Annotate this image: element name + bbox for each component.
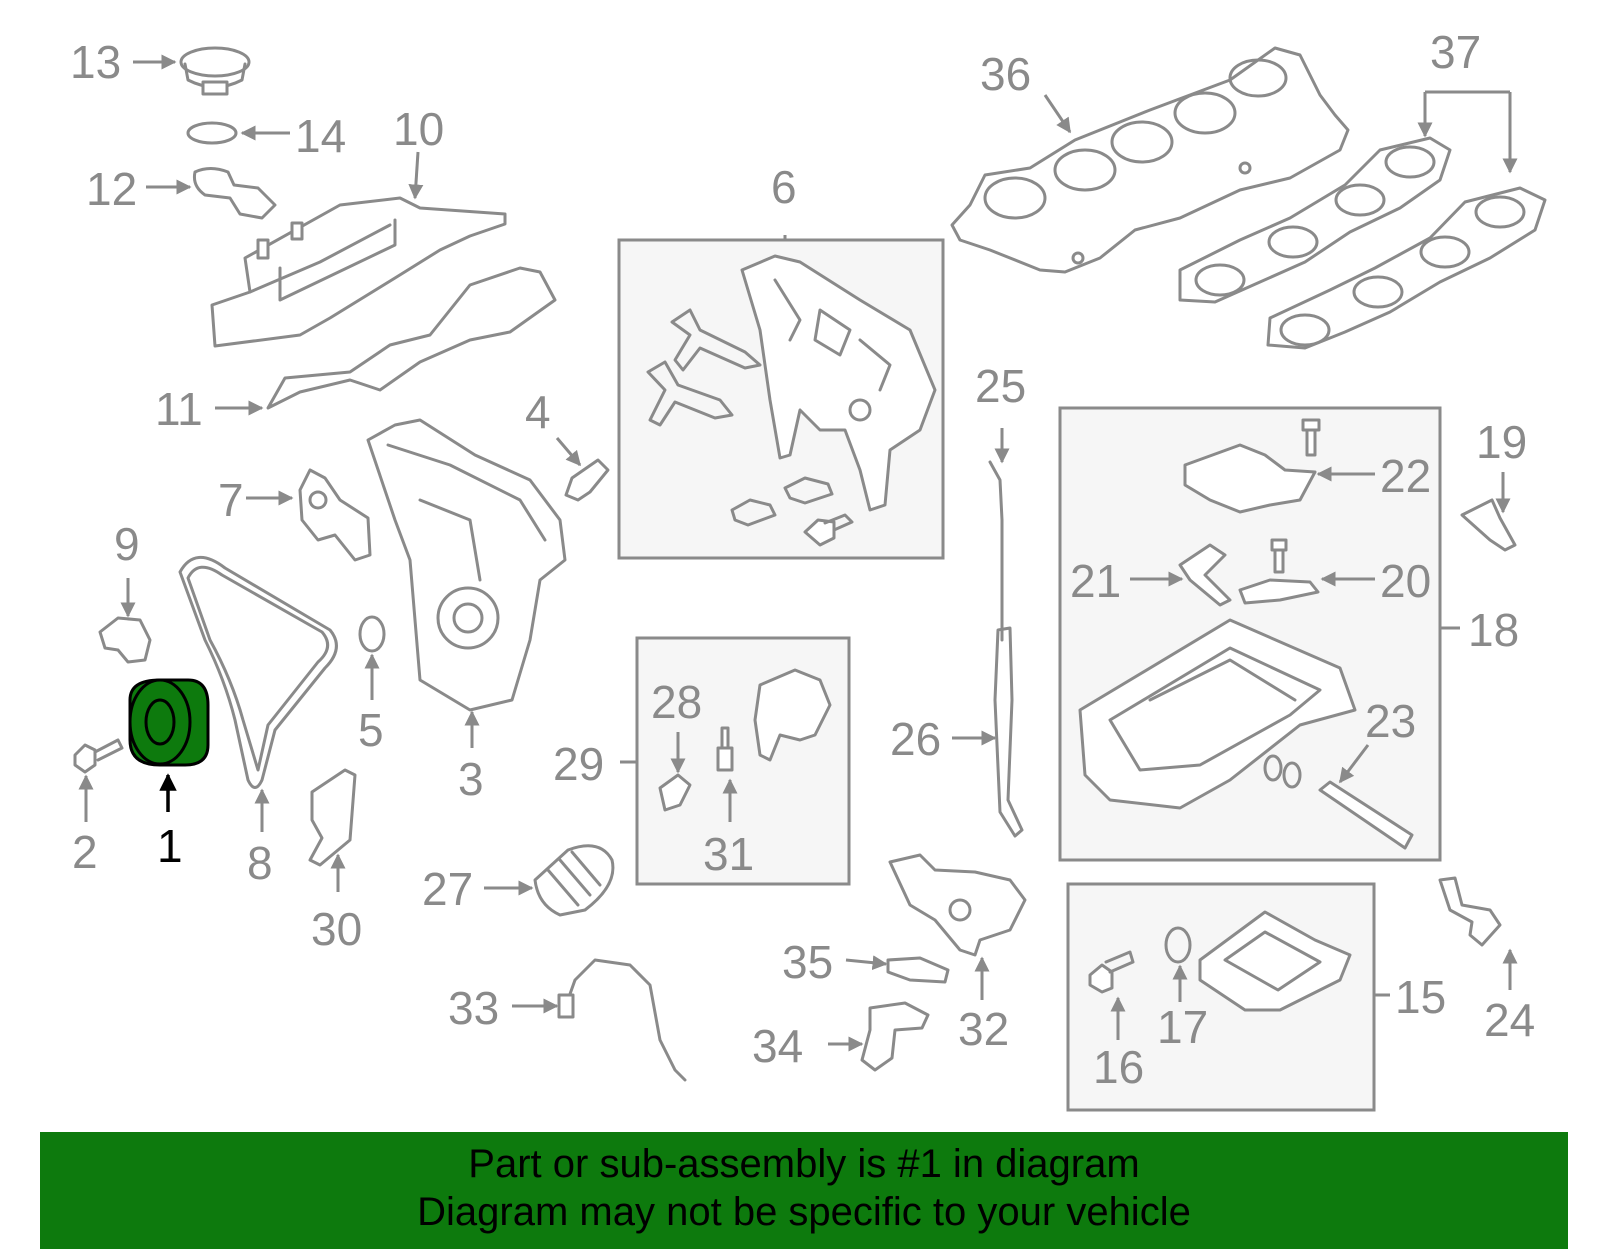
upper-oil-pan (1078, 618, 1357, 810)
crankshaft-pulley-selected[interactable] (128, 678, 210, 767)
callout-3: 3 (458, 753, 484, 805)
engine-front-cover (366, 418, 567, 712)
pump-gasket (886, 956, 950, 984)
sensor-part-19 (1460, 498, 1517, 552)
callout-2: 2 (72, 826, 98, 878)
bolt-part-22 (1301, 418, 1321, 457)
valve-cover-gasket (266, 266, 557, 410)
callout-19: 19 (1476, 416, 1527, 468)
callout-15: 15 (1395, 971, 1446, 1023)
oil-pump (888, 853, 1027, 957)
dipstick (988, 460, 1004, 642)
bracket-part-20 (1238, 538, 1320, 605)
bracket-part-21 (1178, 543, 1232, 607)
filler-gasket (193, 167, 277, 220)
callout-22: 22 (1380, 450, 1431, 502)
oil-filler-cap (179, 46, 251, 96)
timing-chain (178, 556, 338, 789)
callout-11: 11 (155, 383, 203, 435)
callout-9: 9 (114, 518, 140, 570)
cap-o-ring (186, 121, 238, 145)
callout-20: 20 (1380, 555, 1431, 607)
cover-o-ring (358, 615, 386, 653)
callout-12: 12 (86, 163, 137, 215)
intake-gasket-upper (1178, 136, 1452, 304)
pulley-bolt (73, 738, 124, 774)
callout-33: 33 (448, 982, 499, 1034)
seal-part-23a (1263, 754, 1283, 782)
oil-strainer (860, 1001, 930, 1072)
callout-1-selected: 1 (157, 820, 183, 872)
chain-guide-part-9 (98, 616, 152, 664)
oil-pipe (563, 958, 687, 1082)
timing-chain-tensioner (298, 468, 372, 562)
callout-18: 18 (1468, 604, 1519, 656)
callout-29: 29 (553, 738, 604, 790)
intake-gasket-lower (1266, 186, 1547, 350)
callout-13: 13 (70, 36, 121, 88)
callout-23: 23 (1365, 695, 1416, 747)
callout-30: 30 (311, 903, 362, 955)
timing-cover-assembly (646, 254, 937, 547)
callout-17: 17 (1157, 1001, 1208, 1053)
drain-plug-washer (1164, 926, 1192, 964)
oil-pressure-switch (716, 726, 734, 772)
callout-24: 24 (1484, 994, 1535, 1046)
oil-filter-housing (753, 668, 832, 762)
oil-pipe-fitting (557, 993, 575, 1019)
callout-10: 10 (393, 103, 444, 155)
callout-37: 37 (1430, 26, 1481, 78)
drain-plug (1088, 950, 1135, 994)
callout-6: 6 (771, 161, 797, 213)
sensor-part-4 (564, 458, 610, 502)
timing-chain-inner (186, 565, 330, 772)
leader-lines (78, 54, 1518, 1052)
callout-26: 26 (890, 713, 941, 765)
callout-8: 8 (247, 837, 273, 889)
callout-14: 14 (295, 110, 346, 162)
callout-35: 35 (782, 936, 833, 988)
bracket-part-30 (308, 768, 357, 867)
callout-4: 4 (525, 386, 551, 438)
oil-pressure-part-28 (658, 773, 692, 812)
callout-5: 5 (358, 704, 384, 756)
callout-28: 28 (651, 676, 702, 728)
intake-manifold (950, 46, 1350, 274)
callout-36: 36 (980, 48, 1031, 100)
callout-16: 16 (1093, 1041, 1144, 1093)
lower-oil-pan (1198, 910, 1352, 1012)
valve-cover (210, 196, 507, 348)
callout-21: 21 (1070, 555, 1121, 607)
seal-part-23b (1282, 761, 1302, 789)
pin-part-23 (1318, 780, 1414, 850)
notice-banner: Part or sub-assembly is #1 in diagram Di… (40, 1132, 1568, 1249)
bracket-part-24 (1438, 876, 1502, 947)
callout-27: 27 (422, 863, 473, 915)
callout-7: 7 (218, 474, 244, 526)
dipstick-tube (993, 626, 1024, 838)
callout-32: 32 (958, 1003, 1009, 1055)
banner-line-1: Part or sub-assembly is #1 in diagram (468, 1142, 1140, 1186)
callout-34: 34 (752, 1020, 803, 1072)
callout-31: 31 (703, 828, 754, 880)
oil-baffle (1183, 443, 1317, 514)
banner-line-2: Diagram may not be specific to your vehi… (417, 1190, 1191, 1234)
callout-25: 25 (975, 360, 1026, 412)
oil-filter (533, 844, 615, 917)
